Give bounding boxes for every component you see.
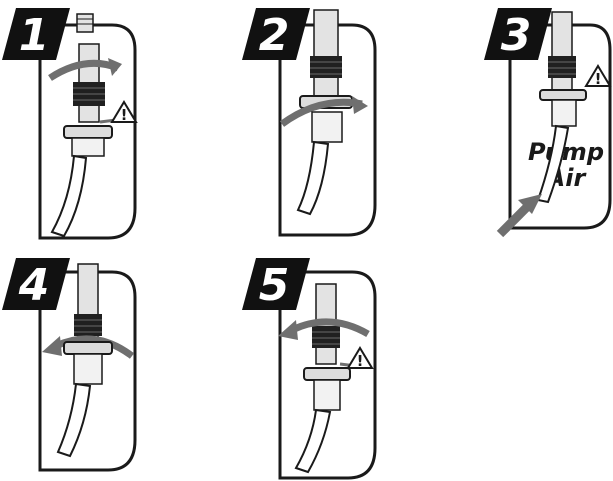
valve-cap xyxy=(76,13,94,33)
step-4-panel: 4 xyxy=(2,258,137,472)
knurled-nut xyxy=(310,56,342,78)
step-5-panel: 5 ! xyxy=(242,258,377,480)
step-number-badge: 1 xyxy=(2,8,70,61)
valve-base xyxy=(71,137,105,157)
step-number-badge: 3 xyxy=(484,8,552,61)
knurled-nut xyxy=(548,56,576,78)
inner-tube xyxy=(536,124,570,204)
air-flow-arrowhead xyxy=(518,194,542,214)
panel-outline xyxy=(28,270,137,472)
inner-tube xyxy=(56,382,92,458)
valve-base xyxy=(551,99,577,127)
step-number: 5 xyxy=(259,260,290,311)
knurled-nut xyxy=(312,326,340,348)
valve-stem xyxy=(551,11,573,99)
panel-outline xyxy=(268,23,377,237)
panel-outline xyxy=(28,23,137,240)
step-1-panel: 1 ! xyxy=(2,8,138,240)
rotate-arrowhead xyxy=(108,58,122,76)
warning-icon: ! xyxy=(110,100,138,124)
valve-base xyxy=(311,111,343,143)
rotate-arrowhead xyxy=(352,96,368,114)
panel-outline xyxy=(508,23,612,230)
step-number-badge: 5 xyxy=(242,258,310,311)
step-number-badge: 2 xyxy=(242,8,310,61)
warning-icon: ! xyxy=(584,64,612,88)
inner-tube xyxy=(296,140,330,216)
air-flow-arrow xyxy=(496,202,532,238)
panel-outline xyxy=(268,270,377,480)
knurled-nut xyxy=(74,314,102,336)
step-number: 1 xyxy=(19,10,50,61)
valve-stem xyxy=(313,9,339,101)
svg-text:!: ! xyxy=(357,352,364,370)
lock-ring xyxy=(539,89,587,101)
lock-ring xyxy=(303,367,351,381)
inner-tube xyxy=(294,408,332,474)
svg-text:!: ! xyxy=(595,70,602,88)
rotate-arrowhead xyxy=(278,320,298,340)
lock-ring xyxy=(63,125,113,139)
valve-base xyxy=(73,353,103,385)
step-number: 3 xyxy=(501,10,532,61)
step-number: 4 xyxy=(18,260,50,311)
lock-ring xyxy=(63,341,113,355)
warning-icon: ! xyxy=(346,346,374,370)
rotate-arrow xyxy=(290,318,370,338)
rotate-arrowhead xyxy=(42,336,62,356)
step-number: 2 xyxy=(259,10,290,61)
inner-tube xyxy=(50,154,88,238)
step-3-panel: 3 ! Pump Air xyxy=(484,8,612,238)
valve-base xyxy=(313,379,341,411)
step-2-panel: 2 xyxy=(242,8,377,237)
svg-text:!: ! xyxy=(121,106,128,124)
step-number-badge: 4 xyxy=(2,258,70,311)
